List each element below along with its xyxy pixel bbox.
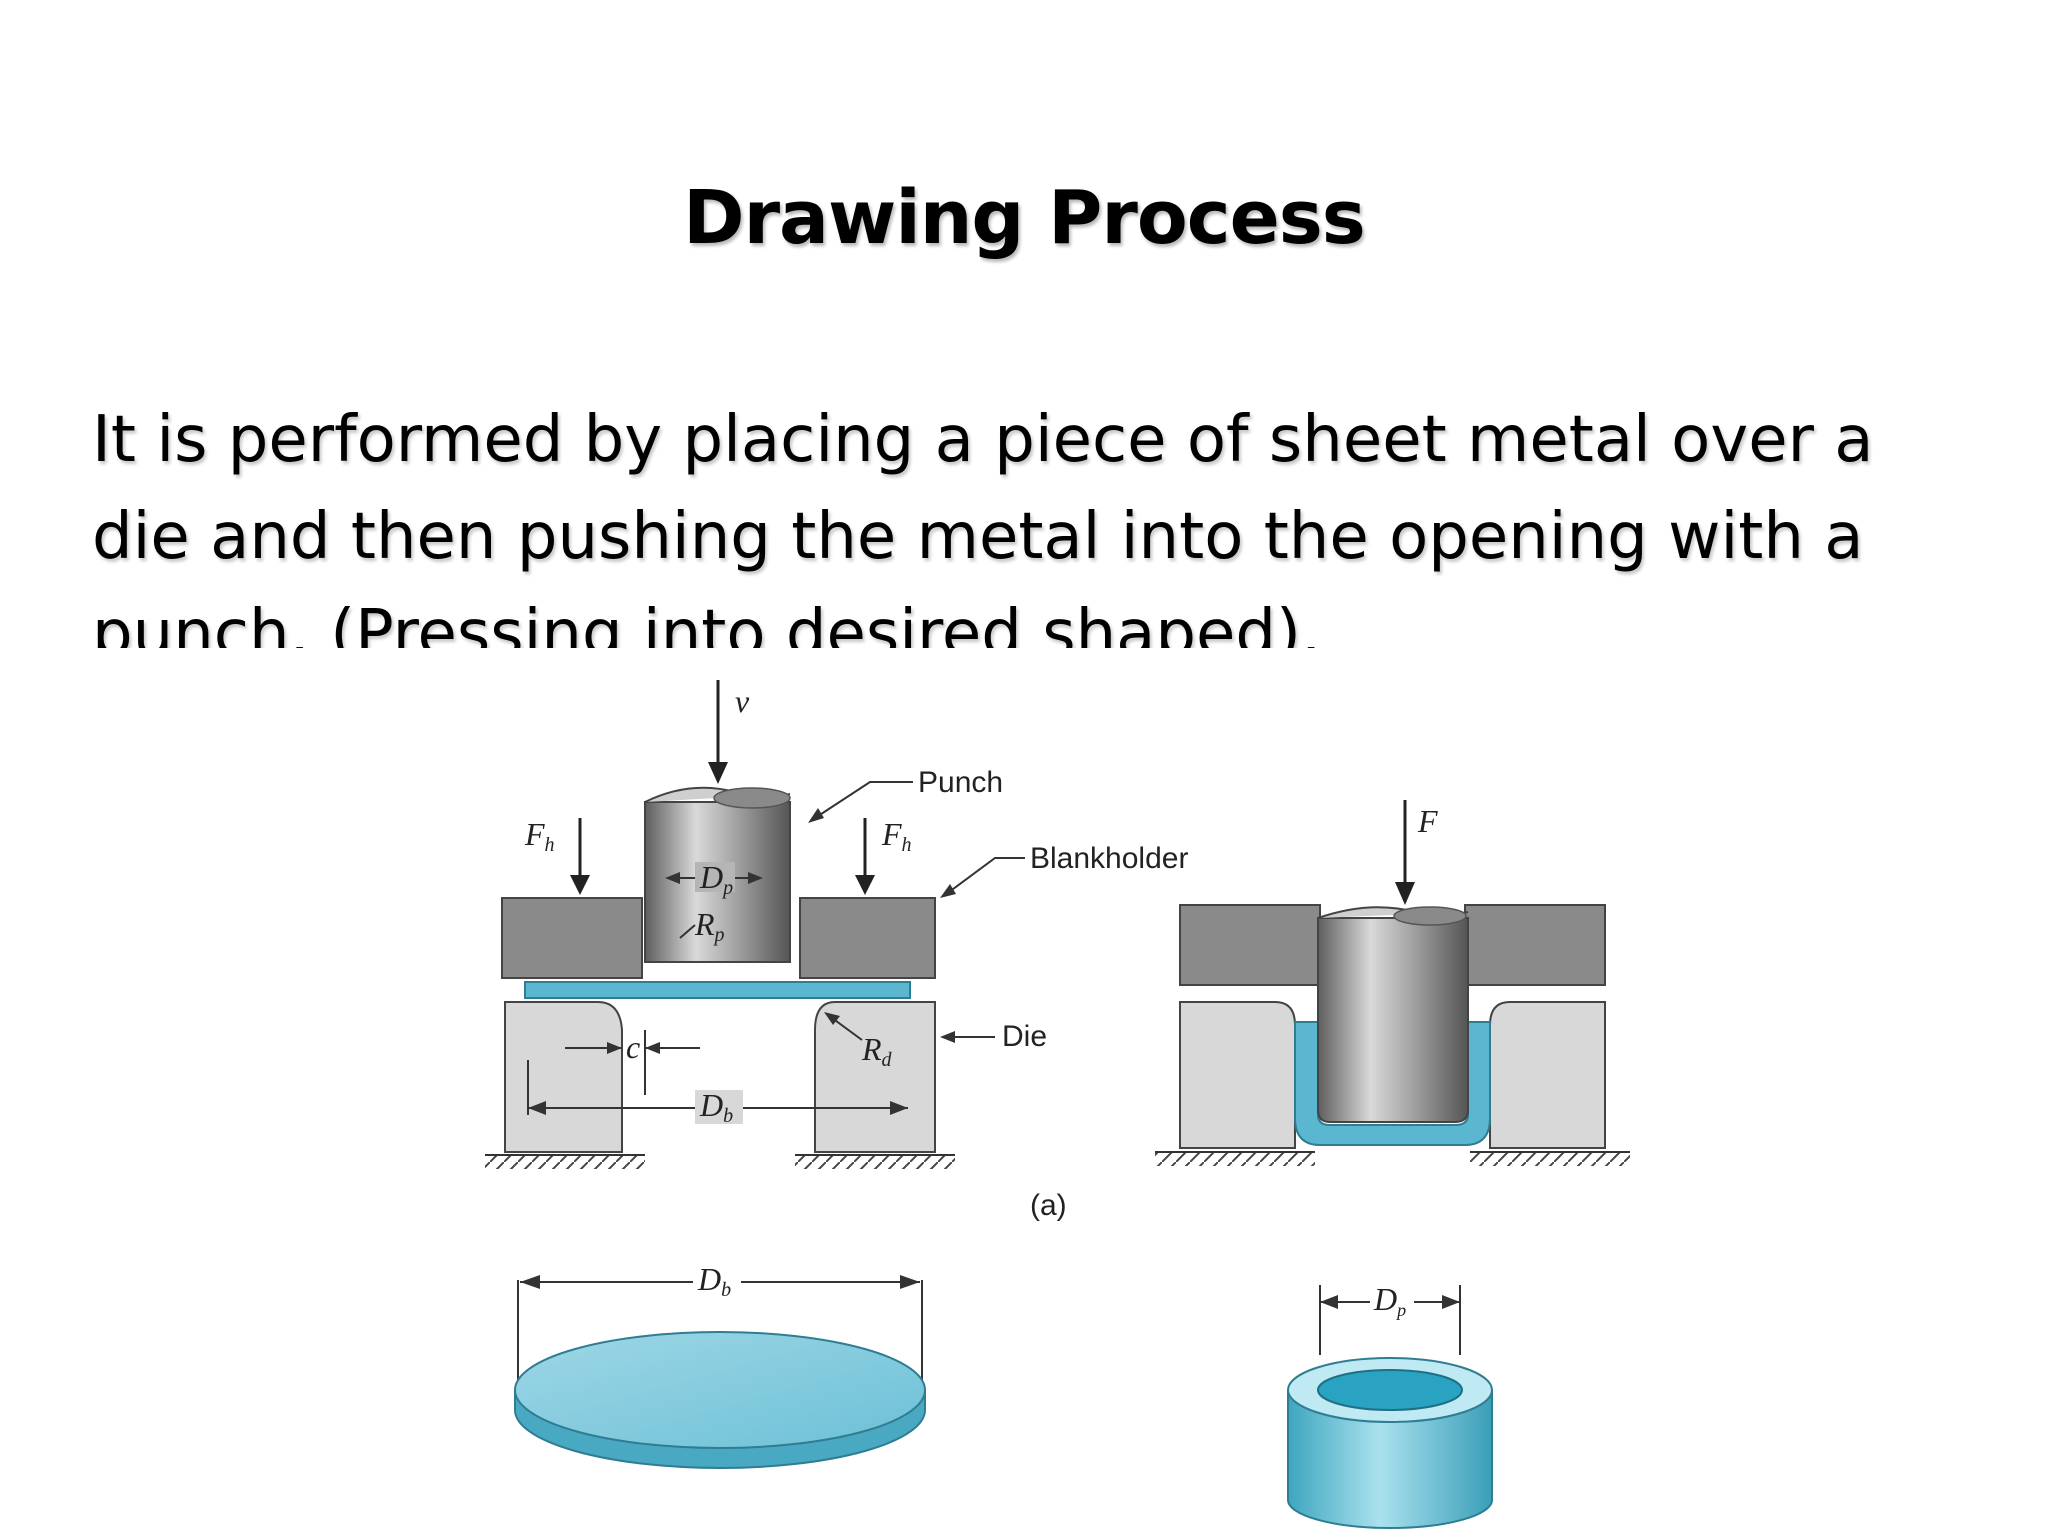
sheet-blank bbox=[524, 981, 911, 999]
die-right bbox=[814, 1001, 936, 1153]
die-right-after bbox=[1489, 1001, 1606, 1149]
label-die: Die bbox=[1002, 1020, 1047, 1053]
blankholder-left bbox=[501, 897, 643, 979]
label-part-a: (a) bbox=[1030, 1189, 1067, 1222]
force-arrow-right-icon bbox=[855, 875, 875, 895]
die-left-after bbox=[1179, 1001, 1296, 1149]
label-db: Db bbox=[699, 1087, 733, 1127]
label-f: F bbox=[1417, 803, 1438, 839]
blank-disc: Db bbox=[514, 1261, 926, 1469]
force-arrow-left-icon bbox=[570, 875, 590, 895]
label-fh-right: Fh bbox=[881, 816, 912, 856]
label-c: c bbox=[626, 1029, 640, 1065]
punch-after bbox=[1317, 906, 1469, 1123]
blankholder-right bbox=[799, 897, 936, 979]
velocity-arrow-icon bbox=[708, 762, 728, 784]
drawn-cup: Dp bbox=[1287, 1281, 1493, 1529]
body-line-1: It is performed by placing a piece of sh… bbox=[92, 403, 1874, 477]
label-v: v bbox=[735, 683, 750, 719]
setup-after-drawing: F bbox=[1155, 800, 1630, 1166]
label-db-blank: Db bbox=[697, 1261, 731, 1301]
force-arrow-icon bbox=[1395, 882, 1415, 905]
body-line-3: punch. (Pressing into desired shaped). bbox=[92, 597, 1322, 648]
body-line-2: die and then pushing the metal into the … bbox=[92, 500, 1864, 574]
blankholder-left-after bbox=[1179, 904, 1321, 986]
label-fh-left: Fh bbox=[524, 816, 555, 856]
slide-title: Drawing Process bbox=[683, 175, 1366, 261]
slide-body: It is performed by placing a piece of sh… bbox=[92, 392, 1992, 648]
label-punch: Punch bbox=[918, 766, 1003, 799]
label-rp: Rp bbox=[694, 906, 725, 946]
setup-before-drawing: v Fh Fh Dp Rp bbox=[485, 680, 1188, 1169]
label-dp: Dp bbox=[699, 859, 733, 899]
label-blankholder: Blankholder bbox=[1030, 842, 1188, 875]
blankholder-right-after bbox=[1464, 904, 1606, 986]
die-left bbox=[504, 1001, 623, 1153]
label-dp-cup: Dp bbox=[1373, 1281, 1406, 1320]
label-rd: Rd bbox=[861, 1031, 893, 1071]
